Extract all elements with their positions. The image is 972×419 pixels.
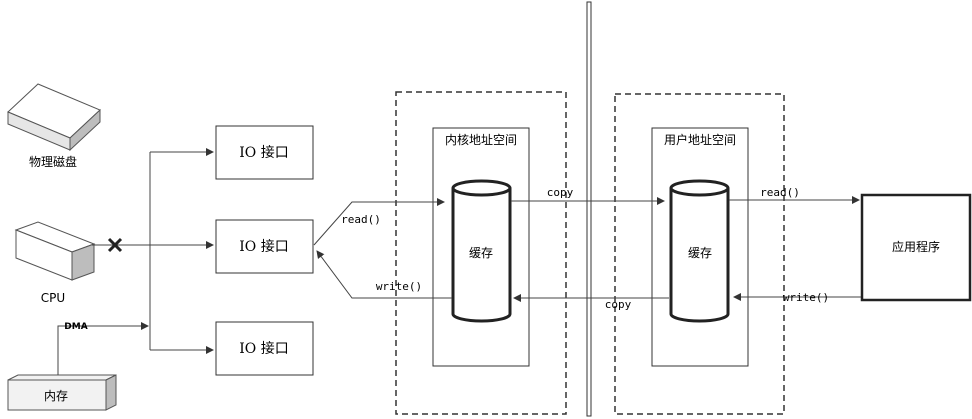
io-interface-2: IO 接口 bbox=[215, 219, 314, 274]
cpu-icon bbox=[14, 221, 96, 281]
write-label-kernel-io: write() bbox=[376, 280, 422, 293]
user-buffer-label: 缓存 bbox=[688, 246, 712, 260]
memory-label: 内存 bbox=[44, 389, 68, 403]
memory-icon bbox=[7, 374, 117, 411]
copy-label-kernel-user: copy bbox=[547, 186, 574, 199]
kernel-space-title: 内核地址空间 bbox=[445, 133, 517, 147]
application-label: 应用程序 bbox=[892, 239, 940, 254]
disk-icon bbox=[7, 83, 101, 152]
kernel-buffer-cylinder bbox=[451, 179, 512, 323]
disk-label: 物理磁盘 bbox=[29, 154, 77, 169]
dma-label: DMA bbox=[64, 322, 87, 332]
kernel-space-boundary bbox=[395, 91, 567, 415]
blocked-x-icon bbox=[107, 237, 123, 253]
read-arrow-io-to-kernel bbox=[313, 198, 445, 246]
read-label-io-kernel: read() bbox=[341, 213, 381, 226]
io-interface-1: IO 接口 bbox=[215, 125, 314, 180]
user-space-boundary bbox=[614, 93, 785, 415]
kernel-user-divider bbox=[586, 1, 592, 417]
io-interface-label: IO 接口 bbox=[239, 144, 288, 161]
write-label-app-user: write() bbox=[783, 291, 829, 304]
user-buffer-cylinder bbox=[669, 179, 730, 323]
data-flow-arrows bbox=[313, 196, 861, 302]
application-box bbox=[860, 193, 972, 302]
write-arrow-kernel-to-io bbox=[316, 250, 452, 299]
read-label-user-app: read() bbox=[760, 186, 800, 199]
copy-label-user-kernel: copy bbox=[605, 298, 632, 311]
user-space-title: 用户地址空间 bbox=[664, 132, 736, 147]
io-interface-label: IO 接口 bbox=[239, 238, 288, 255]
bus-lines bbox=[57, 148, 214, 375]
io-interface-label: IO 接口 bbox=[239, 340, 288, 357]
kernel-buffer-label: 缓存 bbox=[469, 246, 493, 260]
io-interface-3: IO 接口 bbox=[215, 321, 314, 376]
cpu-label: CPU bbox=[41, 291, 65, 305]
